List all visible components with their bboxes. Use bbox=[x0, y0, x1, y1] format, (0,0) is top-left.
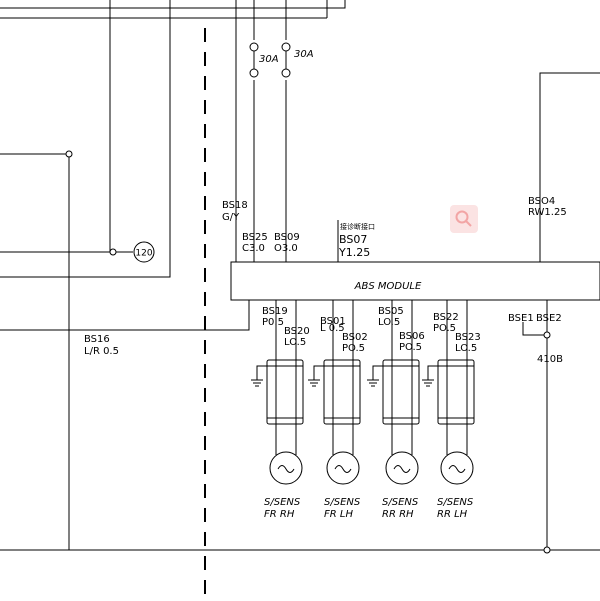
junction-node bbox=[543, 546, 551, 554]
wire-spec-bs19: P0.5 bbox=[262, 317, 284, 328]
wire-spec-bs04: RW1.25 bbox=[528, 207, 567, 218]
wheel-speed-sensor bbox=[251, 300, 304, 485]
wire-spec-bs09: O3.0 bbox=[274, 243, 298, 254]
connector-ref: 120 bbox=[135, 249, 152, 259]
fuse-right bbox=[280, 40, 292, 80]
wire-code-bs09: BS09 bbox=[274, 232, 300, 243]
fuse-rating: 30A bbox=[259, 54, 279, 65]
wire-spec-bs20: LO.5 bbox=[284, 337, 306, 348]
wire-code-bs18: BS18 bbox=[222, 200, 248, 211]
wire-spec-bs07: Y1.25 bbox=[338, 246, 370, 259]
sensor-label-line2: RR RH bbox=[382, 509, 414, 520]
ground-label: 410B bbox=[537, 354, 563, 365]
wire-spec-bs25: C3.0 bbox=[242, 243, 265, 254]
wire-spec-bs05: LO.5 bbox=[378, 317, 400, 328]
wire-code-bs07: BS07 bbox=[339, 233, 367, 246]
wire-code-bs05: BS05 bbox=[378, 306, 404, 317]
junction-node bbox=[109, 248, 117, 256]
wire-code-bs22: BS22 bbox=[433, 312, 459, 323]
wire-code-bse2: BSE2 bbox=[536, 313, 562, 324]
abs-module-box bbox=[230, 261, 600, 301]
wire-spec-bs01: L 0.5 bbox=[320, 323, 345, 334]
wire-loop-170 bbox=[0, 0, 171, 278]
wire-spec-bs06: PO.5 bbox=[399, 342, 422, 353]
search-icon[interactable] bbox=[450, 205, 478, 233]
wire-top-loop bbox=[0, 0, 346, 9]
sensor-label-line2: RR LH bbox=[437, 509, 468, 520]
wire-spec-bs16: L/R 0.5 bbox=[84, 346, 119, 357]
wheel-speed-sensor bbox=[422, 300, 475, 485]
wire-code-bs16: BS16 bbox=[84, 334, 110, 345]
wire-spec-bs18: G/Y bbox=[222, 212, 240, 223]
wire-code-bs23: BS23 bbox=[455, 332, 481, 343]
wire-code-bs19: BS19 bbox=[262, 306, 288, 317]
wire-note-bs07: 接诊断接口 bbox=[340, 222, 375, 231]
wire-spec-bs02: PO.5 bbox=[342, 343, 365, 354]
sensor-label-line1: S/SENS bbox=[324, 497, 361, 508]
wire-spec-bs22: PO.5 bbox=[433, 323, 456, 334]
wire-code-bs20: BS20 bbox=[284, 326, 310, 337]
wire-code-bs02: BS02 bbox=[342, 332, 368, 343]
wheel-speed-sensor bbox=[367, 300, 420, 485]
wire-code-bse1: BSE1 bbox=[508, 313, 534, 324]
junction-node bbox=[65, 150, 73, 158]
fuse-left bbox=[248, 40, 260, 80]
sensor-label-line2: FR LH bbox=[324, 509, 353, 520]
wire-bs16-feed bbox=[0, 300, 250, 331]
sensor-label-line2: FR RH bbox=[264, 509, 295, 520]
sensor-label-line1: S/SENS bbox=[382, 497, 419, 508]
fuse-rating: 30A bbox=[294, 49, 314, 60]
connector-120-icon bbox=[133, 241, 155, 263]
wire-bs04 bbox=[539, 72, 600, 262]
wire-bse1 bbox=[522, 322, 547, 336]
wheel-speed-sensor bbox=[308, 300, 361, 485]
sensor-label-line1: S/SENS bbox=[437, 497, 474, 508]
wire-spec-bs23: LO.5 bbox=[455, 343, 477, 354]
abs-module-label: ABS MODULE bbox=[354, 281, 422, 292]
sensor-label-line1: S/SENS bbox=[264, 497, 301, 508]
wire-code-bs25: BS25 bbox=[242, 232, 268, 243]
wire-code-bs04: BSO4 bbox=[528, 196, 555, 207]
junction-node bbox=[543, 331, 551, 339]
